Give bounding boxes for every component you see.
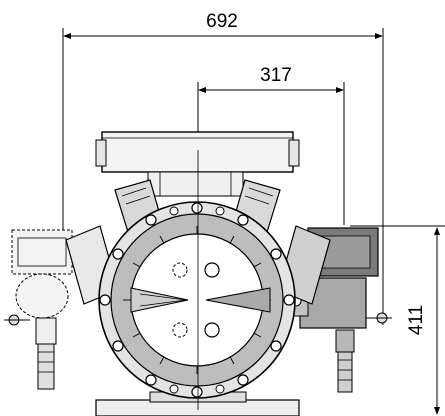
overall-width-label: 692: [206, 11, 238, 32]
offset-width-label: 317: [260, 65, 292, 86]
dimension-overall-width: 692: [62, 11, 384, 325]
terminal-box: [95, 131, 300, 197]
dimension-height: 411: [350, 225, 445, 415]
main-housing: [98, 201, 296, 399]
height-label: 411: [406, 305, 427, 335]
housing-bolts: [99, 202, 295, 398]
